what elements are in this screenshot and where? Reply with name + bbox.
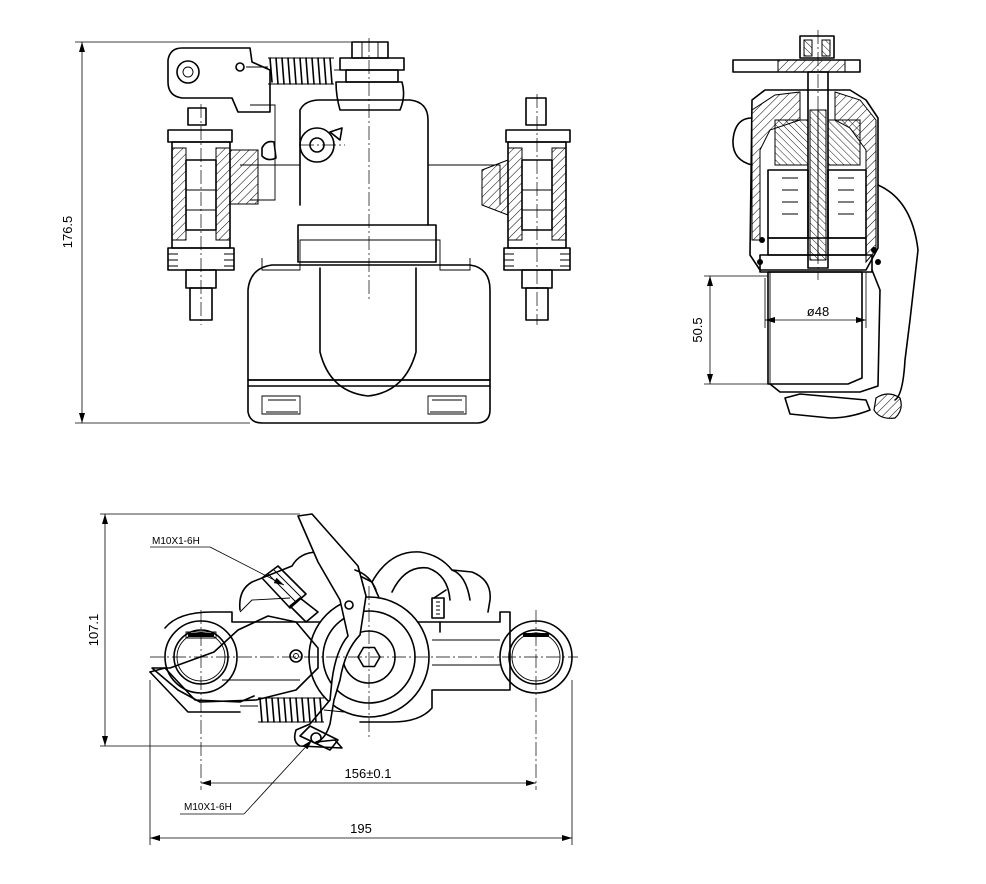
lower-thread-callout: M10X1-6H — [180, 739, 313, 815]
caliper-body — [240, 99, 501, 424]
upper-thread-callout: M10X1-6H — [150, 536, 285, 586]
adjuster-bolt — [335, 41, 405, 111]
depth-dim-text: 50.5 — [690, 317, 705, 342]
top-view: 107.1 156±0.1 195 M10X1-6H M10X1-6H — [86, 513, 578, 845]
return-spring — [246, 57, 348, 85]
side-bore-dimension: ø48 — [764, 272, 867, 328]
front-height-dimension: 176.5 — [60, 41, 360, 424]
front-height-dim-text: 176.5 — [60, 216, 75, 249]
parking-brake-lever — [167, 47, 271, 113]
eccentric-cam — [261, 127, 343, 163]
side-section-view: ø48 50.5 — [690, 30, 919, 419]
side-depth-dimension: 50.5 — [690, 275, 768, 385]
left-guide-pin — [167, 104, 259, 325]
parking-lever-arm — [293, 513, 377, 749]
lower-thread-label: M10X1-6H — [184, 802, 232, 813]
right-guide-pin — [481, 94, 571, 325]
top-height-dim-text: 107.1 — [86, 614, 101, 647]
lower-fitting — [299, 725, 339, 751]
upper-fitting — [261, 565, 319, 623]
bore-dim-text: ø48 — [807, 304, 829, 319]
pin-spacing-dim-text: 156±0.1 — [345, 766, 392, 781]
top-height-dimension: 107.1 — [86, 513, 300, 747]
front-view: 176.5 — [60, 38, 571, 424]
overall-width-dim-text: 195 — [350, 821, 372, 836]
upper-thread-label: M10X1-6H — [152, 536, 200, 547]
pin-spacing-dimension: 156±0.1 — [201, 766, 536, 786]
lower-spring — [240, 697, 345, 723]
overall-width-dimension: 195 — [149, 680, 573, 845]
